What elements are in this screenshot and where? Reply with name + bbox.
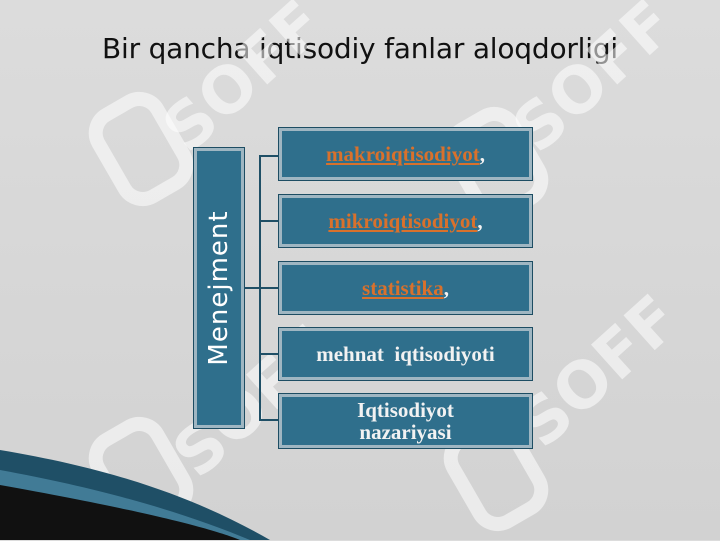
root-node-label: Menejment bbox=[204, 210, 234, 366]
child-node-label[interactable]: mikroiqtisodiyot bbox=[328, 209, 478, 233]
connector-branch bbox=[259, 287, 279, 289]
child-node-iqtisodiyot-nazariyasi: Iqtisodiyot nazariyasi bbox=[279, 394, 532, 448]
child-node-label: mehnat iqtisodiyoti bbox=[316, 342, 495, 366]
child-node-mikroiqtisodiyot: mikroiqtisodiyot, bbox=[279, 195, 532, 247]
watermark-text: SOFF bbox=[504, 281, 694, 463]
child-node-suffix: , bbox=[443, 276, 449, 300]
child-node-mehnat-iqtisodiyoti: mehnat iqtisodiyoti bbox=[279, 328, 532, 380]
child-node-makroiqtisodiyot: makroiqtisodiyot, bbox=[279, 128, 532, 180]
child-node-label[interactable]: makroiqtisodiyot bbox=[326, 142, 480, 166]
watermark-logo-icon bbox=[78, 81, 204, 217]
bottom-wave-decoration bbox=[0, 450, 270, 540]
slide-title: Bir qancha iqtisodiy fanlar aloqdorligi bbox=[101, 32, 618, 65]
connector-branch bbox=[259, 220, 279, 222]
child-node-label: Iqtisodiyot nazariyasi bbox=[357, 398, 454, 444]
child-node-statistika: statistika, bbox=[279, 262, 532, 314]
connector-trunk bbox=[244, 287, 260, 289]
connector-branch bbox=[259, 419, 279, 421]
child-node-suffix: , bbox=[479, 142, 485, 166]
connector-branch bbox=[259, 353, 279, 355]
child-node-label[interactable]: statistika bbox=[362, 276, 444, 300]
connector-branch bbox=[259, 155, 279, 157]
watermark-logo-icon bbox=[78, 406, 204, 541]
root-node: Menejment bbox=[194, 148, 244, 428]
child-node-suffix: , bbox=[477, 209, 483, 233]
